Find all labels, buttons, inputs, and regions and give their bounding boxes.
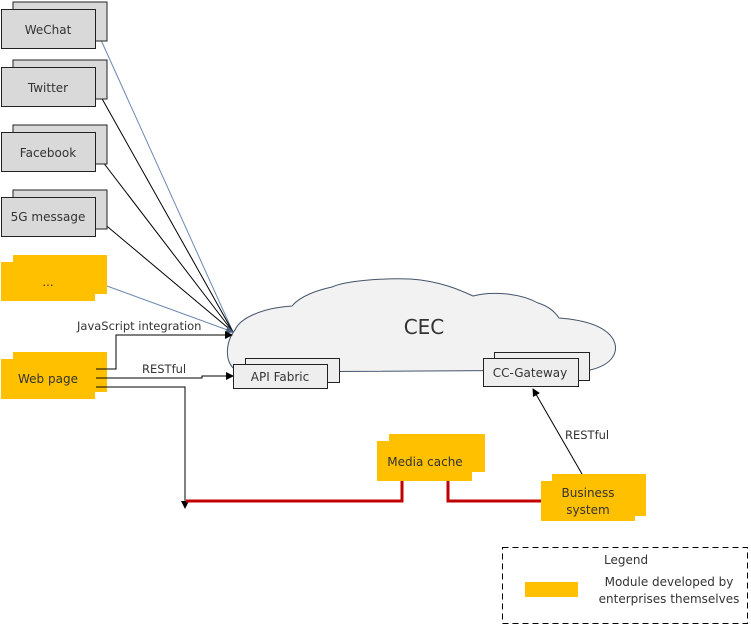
cc-gateway-module: CC-Gateway bbox=[483, 352, 590, 387]
5g-message-connector bbox=[95, 216, 234, 333]
restful-web-label: RESTful bbox=[142, 362, 186, 376]
more-label: ... bbox=[43, 275, 54, 289]
wechat-connector bbox=[95, 28, 234, 333]
ellipsis-connector bbox=[95, 281, 234, 334]
js-integration-connector bbox=[96, 331, 233, 370]
legend-swatch bbox=[525, 582, 578, 597]
channel-wechat: WeChat bbox=[1, 1, 108, 49]
channel-twitter: Twitter bbox=[1, 59, 108, 107]
restful-web-connector bbox=[96, 372, 234, 380]
media-cache-left-link bbox=[186, 481, 404, 503]
channel-more: ... bbox=[1, 255, 107, 301]
facebook-label: Facebook bbox=[20, 146, 76, 160]
channel-connectors bbox=[95, 28, 234, 334]
cec-cloud bbox=[226, 278, 616, 373]
media-cache-module: Media cache bbox=[377, 434, 485, 481]
business-system-label-line1: Business bbox=[562, 486, 615, 500]
web-page-module: Web page bbox=[1, 352, 107, 399]
5g-message-label: 5G message bbox=[11, 210, 86, 224]
web-page-down-connector bbox=[96, 386, 189, 509]
legend-title: Legend bbox=[604, 553, 648, 567]
legend-item-line2: enterprises themselves bbox=[599, 592, 740, 606]
wechat-label: WeChat bbox=[25, 23, 72, 37]
media-cache-label: Media cache bbox=[387, 455, 462, 469]
js-integration-label: JavaScript integration bbox=[76, 319, 201, 333]
business-system-label-line2: system bbox=[566, 503, 609, 517]
facebook-connector bbox=[95, 152, 234, 333]
api-fabric-module: API Fabric bbox=[233, 358, 340, 389]
business-system-module: Business system bbox=[541, 474, 646, 521]
legend-item-line1: Module developed by bbox=[605, 575, 734, 589]
cc-gateway-label: CC-Gateway bbox=[493, 366, 568, 380]
twitter-connector bbox=[95, 87, 234, 333]
twitter-label: Twitter bbox=[27, 81, 68, 95]
restful-business-label: RESTful bbox=[565, 428, 609, 442]
restful-business-connector bbox=[532, 388, 583, 475]
channel-5g-message: 5G message bbox=[1, 189, 108, 237]
legend: Legend Module developed by enterprises t… bbox=[502, 547, 748, 624]
cec-label: CEC bbox=[404, 315, 445, 339]
media-cache-business-link bbox=[446, 481, 542, 503]
api-fabric-label: API Fabric bbox=[251, 370, 309, 384]
web-page-label: Web page bbox=[18, 372, 78, 386]
channel-facebook: Facebook bbox=[1, 124, 108, 172]
